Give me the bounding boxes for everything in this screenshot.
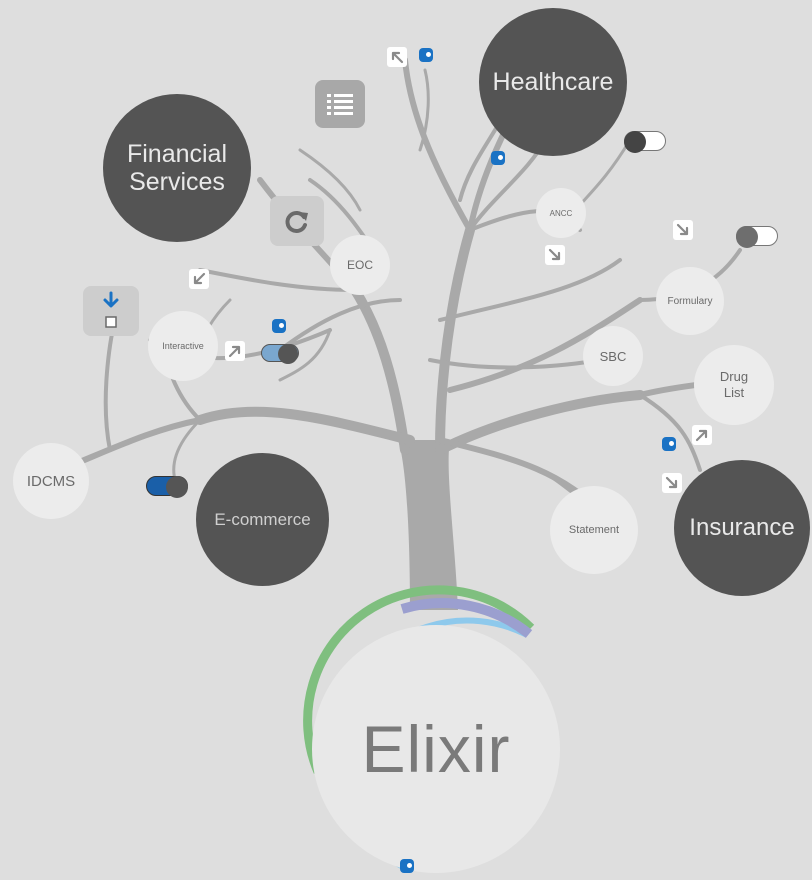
root-label: Elixir (361, 712, 511, 786)
leaf-node-drug-list[interactable]: Drug List (694, 345, 774, 425)
expand-button[interactable] (545, 245, 565, 265)
refresh-icon (285, 211, 308, 233)
toggle-switch[interactable] (736, 226, 778, 248)
category-node-insurance[interactable]: Insurance (674, 460, 810, 596)
refresh-button[interactable] (270, 196, 324, 246)
expand-button[interactable] (662, 473, 682, 493)
ring-arc-purple (400, 598, 533, 638)
leaf-label-formulary: Formulary (667, 295, 713, 307)
expand-button[interactable] (387, 47, 407, 67)
expand-icon (193, 272, 206, 285)
toggle-switch[interactable] (261, 344, 299, 364)
leaf-node-statement[interactable]: Statement (550, 486, 638, 574)
category-label-financial-services: Financial Services (126, 140, 228, 196)
expand-icon (676, 223, 689, 236)
category-node-financial-services[interactable]: Financial Services (103, 94, 251, 242)
toggle-knob (624, 131, 646, 153)
leaf-node-sbc[interactable]: SBC (583, 326, 643, 386)
ring-arc-green (303, 585, 535, 774)
leaf-node-idcms[interactable]: IDCMS (13, 443, 89, 519)
expand-icon (548, 248, 561, 261)
root-node-elixir[interactable]: Elixir (312, 625, 560, 873)
leaf-node-eoc[interactable]: EOC (330, 235, 390, 295)
leaf-label-ancc: ANCC (549, 208, 573, 218)
toggle-switch[interactable] (146, 476, 188, 498)
connector-pin[interactable] (272, 319, 286, 333)
download-icon (103, 291, 119, 328)
toggle-knob (278, 344, 298, 364)
connector-pin[interactable] (491, 151, 505, 165)
toggle-knob (166, 476, 188, 498)
leaf-label-drug-list: Drug List (719, 368, 749, 400)
download-button[interactable] (83, 286, 139, 336)
leaf-label-interactive: Interactive (162, 341, 204, 351)
leaf-label-idcms: IDCMS (26, 472, 76, 490)
leaf-label-sbc: SBC (599, 348, 627, 364)
leaf-node-formulary[interactable]: Formulary (656, 267, 724, 335)
category-node-healthcare[interactable]: Healthcare (479, 8, 627, 156)
toggle-switch[interactable] (624, 131, 666, 153)
expand-button[interactable] (225, 341, 245, 361)
expand-icon (391, 51, 404, 64)
leaf-label-statement: Statement (568, 524, 620, 536)
category-label-e-commerce: E-commerce (214, 509, 311, 529)
expand-icon (228, 345, 241, 358)
expand-button[interactable] (189, 269, 209, 289)
expand-icon (695, 429, 708, 442)
leaf-node-interactive[interactable]: Interactive (148, 311, 218, 381)
leaf-node-ancc[interactable]: ANCC (536, 188, 586, 238)
connector-pin[interactable] (400, 859, 414, 873)
expand-button[interactable] (673, 220, 693, 240)
category-label-healthcare: Healthcare (492, 68, 614, 96)
connector-pin[interactable] (419, 48, 433, 62)
connector-pin[interactable] (662, 437, 676, 451)
list-icon (327, 94, 353, 115)
category-label-insurance: Insurance (689, 513, 795, 541)
expand-icon (665, 476, 678, 489)
expand-button[interactable] (692, 425, 712, 445)
list-button[interactable] (315, 80, 365, 128)
leaf-label-eoc: EOC (346, 258, 373, 272)
toggle-knob (736, 226, 758, 248)
category-node-e-commerce[interactable]: E-commerce (196, 453, 329, 586)
